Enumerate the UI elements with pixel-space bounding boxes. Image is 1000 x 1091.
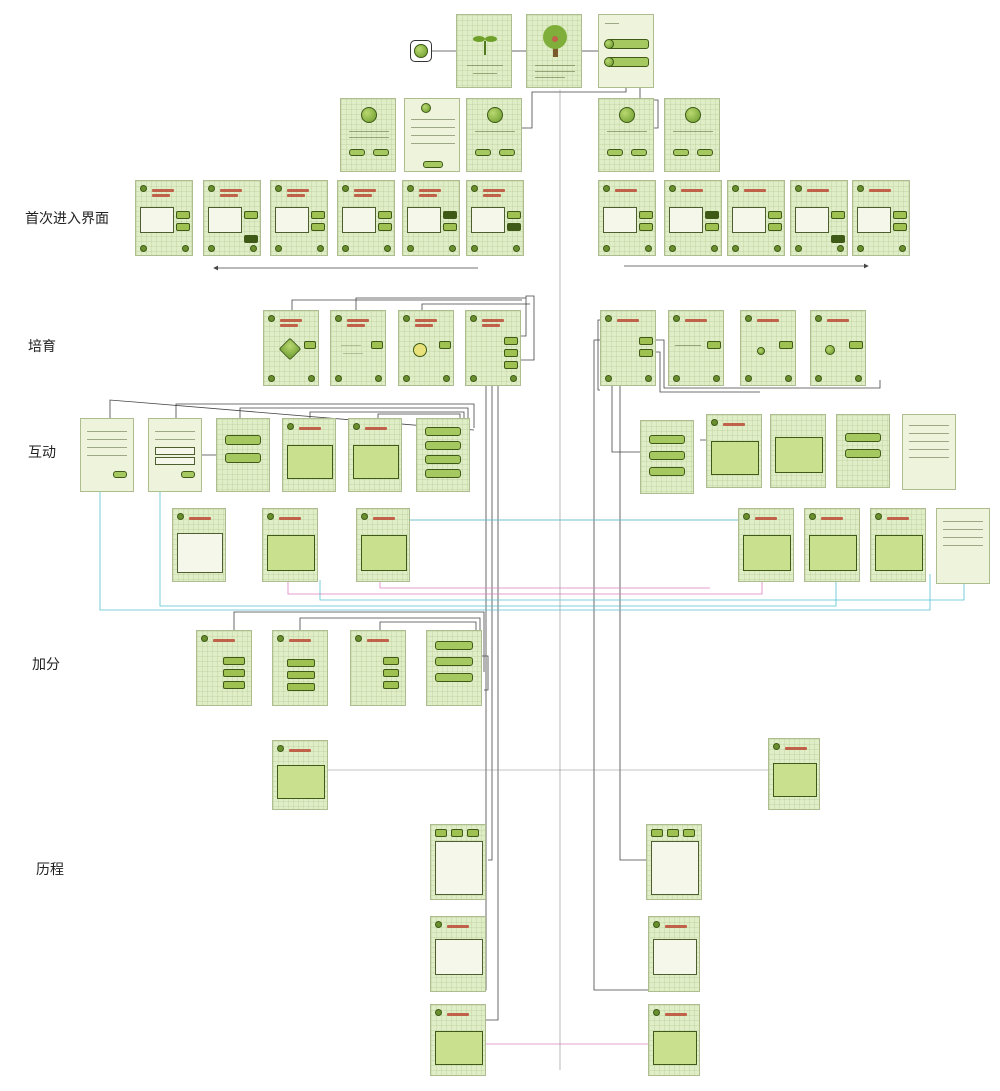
screen-interact-r-letter[interactable] — [902, 414, 956, 490]
screen-dialog-right[interactable] — [768, 738, 820, 810]
sprout-icon — [473, 36, 497, 55]
apple-icon — [414, 44, 428, 58]
screen-choose-mode[interactable] — [598, 14, 654, 88]
screen-interact-r-result-1[interactable] — [738, 508, 794, 582]
tree-icon — [543, 25, 567, 57]
screen-login-d[interactable] — [664, 98, 720, 172]
screen-tutorial-3[interactable] — [270, 180, 328, 256]
screen-interact-status[interactable] — [172, 508, 226, 582]
screen-login-c[interactable] — [598, 98, 654, 172]
screen-cultivate-r-plant[interactable] — [810, 310, 866, 386]
screen-interact-letter-2[interactable] — [148, 418, 202, 492]
section-label-bonus: 加分 — [32, 657, 60, 673]
screen-bonus-menu[interactable] — [426, 630, 482, 706]
screen-register-form[interactable] — [404, 98, 460, 172]
screen-tutorial-r4[interactable] — [790, 180, 848, 256]
screen-interact-r-options[interactable] — [836, 414, 890, 488]
screen-interact-r-confirm-1[interactable] — [706, 414, 762, 488]
screen-history-end-left[interactable] — [430, 1004, 486, 1076]
screen-interact-confirm-1[interactable] — [282, 418, 336, 492]
screen-tutorial-1[interactable] — [135, 180, 193, 256]
section-label-interact: 互动 — [28, 445, 56, 461]
screen-login-a[interactable] — [340, 98, 396, 172]
screen-bonus-3[interactable] — [350, 630, 406, 706]
screen-interact-r-menu[interactable] — [640, 420, 694, 494]
screen-bonus-1[interactable] — [196, 630, 252, 706]
section-label-first-entry: 首次进入界面 — [25, 211, 109, 227]
section-label-history: 历程 — [36, 862, 64, 878]
screen-login-b[interactable] — [466, 98, 522, 172]
screen-interact-r-result-2[interactable] — [804, 508, 860, 582]
screen-intro-sprout[interactable] — [456, 14, 512, 88]
screen-interact-r-result-3[interactable] — [870, 508, 926, 582]
start-node — [410, 40, 432, 62]
screen-tutorial-5[interactable] — [402, 180, 460, 256]
screen-tutorial-r2[interactable] — [664, 180, 722, 256]
screen-history-list-left[interactable] — [430, 824, 486, 900]
screen-tutorial-r3[interactable] — [727, 180, 785, 256]
screen-intro-tree[interactable] — [526, 14, 582, 88]
screen-interact-menu[interactable] — [416, 418, 470, 492]
section-label-cultivate: 培育 — [28, 339, 56, 355]
screen-cultivate-menu[interactable] — [465, 310, 521, 386]
screen-history-detail-right[interactable] — [648, 916, 700, 992]
screen-interact-r-note[interactable] — [936, 508, 990, 584]
screen-tutorial-r1[interactable] — [598, 180, 656, 256]
screen-cultivate-fertilize[interactable] — [263, 310, 319, 386]
screen-interact-result-1[interactable] — [262, 508, 318, 582]
screen-tutorial-6[interactable] — [466, 180, 524, 256]
screen-tutorial-2[interactable] — [203, 180, 261, 256]
screen-tutorial-4[interactable] — [337, 180, 395, 256]
screen-history-end-right[interactable] — [648, 1004, 700, 1076]
screen-cultivate-r-music[interactable] — [668, 310, 724, 386]
screen-bonus-2[interactable] — [272, 630, 328, 706]
screen-interact-confirm-2[interactable] — [348, 418, 402, 492]
screen-interact-message-options[interactable] — [216, 418, 270, 492]
screen-history-detail-left[interactable] — [430, 916, 486, 992]
screen-tutorial-r5[interactable] — [852, 180, 910, 256]
screen-cultivate-r-sprout[interactable] — [740, 310, 796, 386]
screen-history-list-right[interactable] — [646, 824, 702, 900]
screen-interact-result-2[interactable] — [356, 508, 410, 582]
screen-dialog-left[interactable] — [272, 740, 328, 810]
screen-interact-r-confirm-2[interactable] — [770, 414, 826, 488]
screen-interact-letter-1[interactable] — [80, 418, 134, 492]
screen-cultivate-r-menu[interactable] — [600, 310, 656, 386]
screen-cultivate-sun[interactable] — [398, 310, 454, 386]
screen-cultivate-water[interactable] — [330, 310, 386, 386]
